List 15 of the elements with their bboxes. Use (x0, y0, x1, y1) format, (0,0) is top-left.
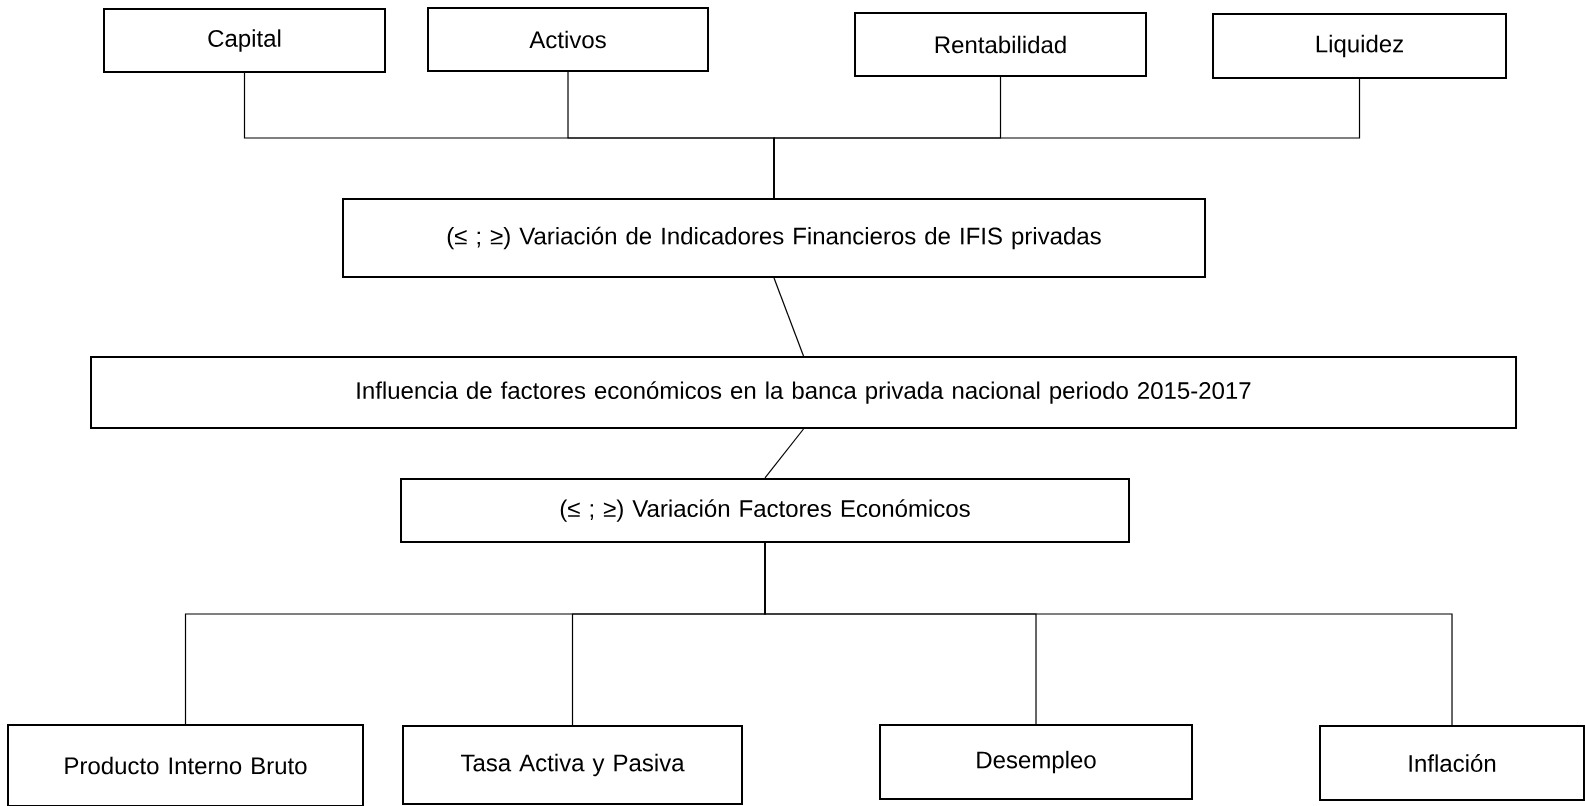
text-box: Producto Interno Bruto (7, 724, 364, 806)
connector-line (773, 277, 805, 357)
text-box: Inflación (1319, 725, 1585, 801)
text-box: Desempleo (879, 724, 1193, 800)
text-box: Tasa Activa y Pasiva (402, 725, 743, 805)
connector-line (764, 428, 805, 479)
connector-line (773, 78, 1361, 199)
text-box: (≤ ; ≥) Variación de Indicadores Financieros de IFIS privadas (342, 198, 1206, 278)
text-box: Liquidez (1212, 13, 1507, 79)
text-box: Capital (103, 8, 386, 73)
text-box: Influencia de factores económicos en la banca privada nacional periodo 2015-2017 (90, 356, 1517, 429)
text-box: (≤ ; ≥) Variación Factores Económicos (400, 478, 1130, 543)
text-box: Rentabilidad (854, 12, 1147, 77)
text-box: Activos (427, 7, 709, 72)
connector-line (764, 542, 1453, 726)
